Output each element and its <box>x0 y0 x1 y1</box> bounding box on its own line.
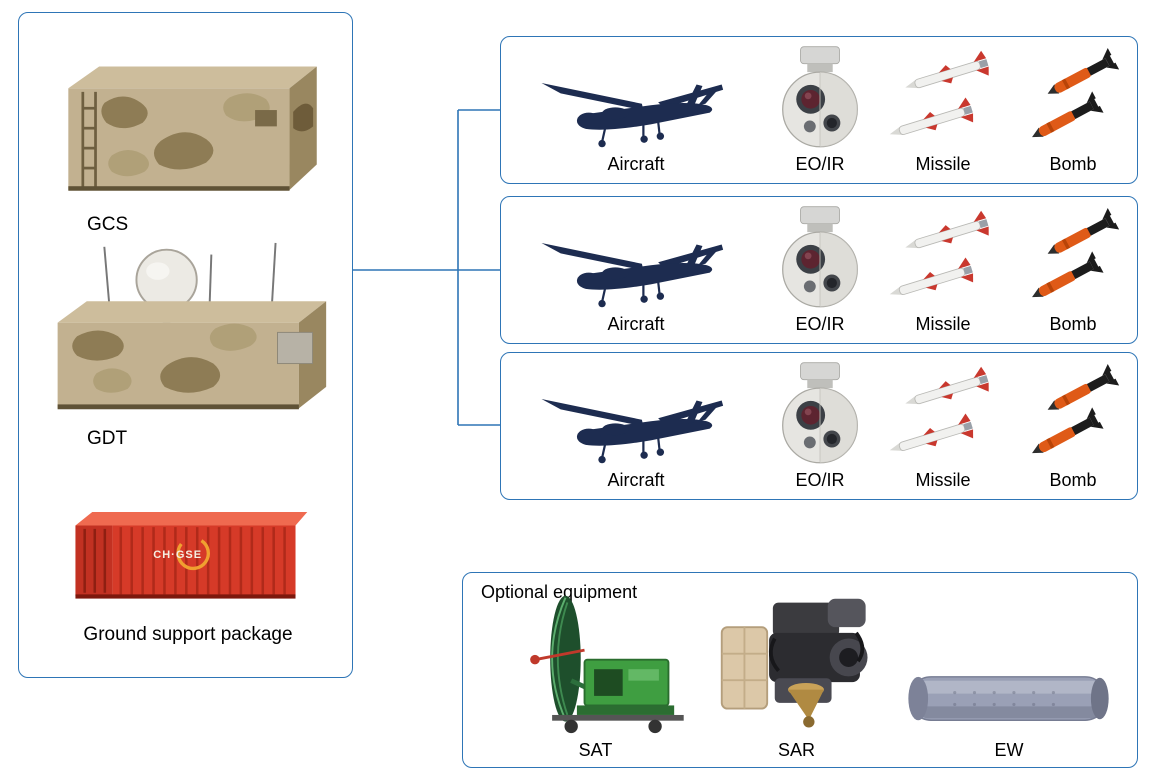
ew-cell: EW <box>895 663 1123 761</box>
ew-pod-image <box>895 663 1123 737</box>
eoir-label: EO/IR <box>795 314 845 334</box>
eoir-label: EO/IR <box>795 154 845 174</box>
eoir-turret-image <box>780 205 860 311</box>
bomb-label: Bomb <box>1049 154 1097 174</box>
missile-image <box>880 363 1006 467</box>
eoir-cell: EO/IR <box>767 37 873 183</box>
missile-image <box>880 207 1006 311</box>
missile-label: Missile <box>915 470 971 490</box>
missile-label: Missile <box>915 154 971 174</box>
ground-support-package-item: CH·GSE Ground support package <box>59 499 317 646</box>
sat-dish-image <box>493 589 698 737</box>
eoir-cell: EO/IR <box>767 197 873 343</box>
bomb-cell: Bomb <box>1013 353 1133 499</box>
eoir-label: EO/IR <box>795 470 845 490</box>
sar-cell: SAR <box>712 595 882 761</box>
uav-system-box-2: Aircraft EO/IR Missile Bomb <box>500 196 1138 344</box>
sat-cell: SAT <box>493 589 698 761</box>
bomb-label: Bomb <box>1049 314 1097 334</box>
connector-path <box>353 109 500 426</box>
optional-equipment-items: SAT SAR EW <box>493 589 1123 761</box>
aircraft-cell: Aircraft <box>505 353 767 499</box>
missile-cell: Missile <box>873 37 1013 183</box>
gdt-label: GDT <box>87 428 128 449</box>
uav-system-box-1: Aircraft EO/IR Missile Bomb <box>500 36 1138 184</box>
eoir-turret-image <box>780 45 860 151</box>
ground-support-package-label: Ground support package <box>83 624 293 645</box>
aircraft-cell: Aircraft <box>505 37 767 183</box>
sar-radar-image <box>712 595 882 737</box>
missile-image <box>880 47 1006 151</box>
aircraft-label: Aircraft <box>607 154 665 174</box>
eoir-cell: EO/IR <box>767 353 873 499</box>
bomb-cell: Bomb <box>1013 197 1133 343</box>
aircraft-label: Aircraft <box>607 314 665 334</box>
gdt-item: GDT <box>39 239 337 450</box>
gcs-container-image <box>52 55 324 205</box>
gcs-label: GCS <box>87 214 129 235</box>
bomb-image <box>1019 363 1127 467</box>
optional-equipment-box: Optional equipment SAT SAR EW <box>462 572 1138 768</box>
sat-label: SAT <box>578 740 613 760</box>
missile-cell: Missile <box>873 353 1013 499</box>
bomb-image <box>1019 47 1127 151</box>
bomb-label: Bomb <box>1049 470 1097 490</box>
missile-label: Missile <box>915 314 971 334</box>
ew-label: EW <box>994 740 1024 760</box>
gcs-item: GCS <box>47 55 329 236</box>
missile-cell: Missile <box>873 197 1013 343</box>
bomb-cell: Bomb <box>1013 37 1133 183</box>
gsp-logo-text: CH·GSE <box>153 549 203 561</box>
aircraft-drone-image <box>510 371 762 467</box>
bomb-image <box>1019 207 1127 311</box>
aircraft-drone-image <box>510 215 762 311</box>
aircraft-label: Aircraft <box>607 470 665 490</box>
optional-equipment-title: Optional equipment <box>481 582 638 602</box>
aircraft-cell: Aircraft <box>505 197 767 343</box>
gdt-container-image <box>40 239 336 419</box>
ground-segment-box: GCS GDT CH·GSE Ground support package <box>18 12 353 678</box>
uav-system-box-3: Aircraft EO/IR Missile Bomb <box>500 352 1138 500</box>
sar-label: SAR <box>777 740 815 760</box>
aircraft-drone-image <box>510 55 762 151</box>
eoir-turret-image <box>780 361 860 467</box>
